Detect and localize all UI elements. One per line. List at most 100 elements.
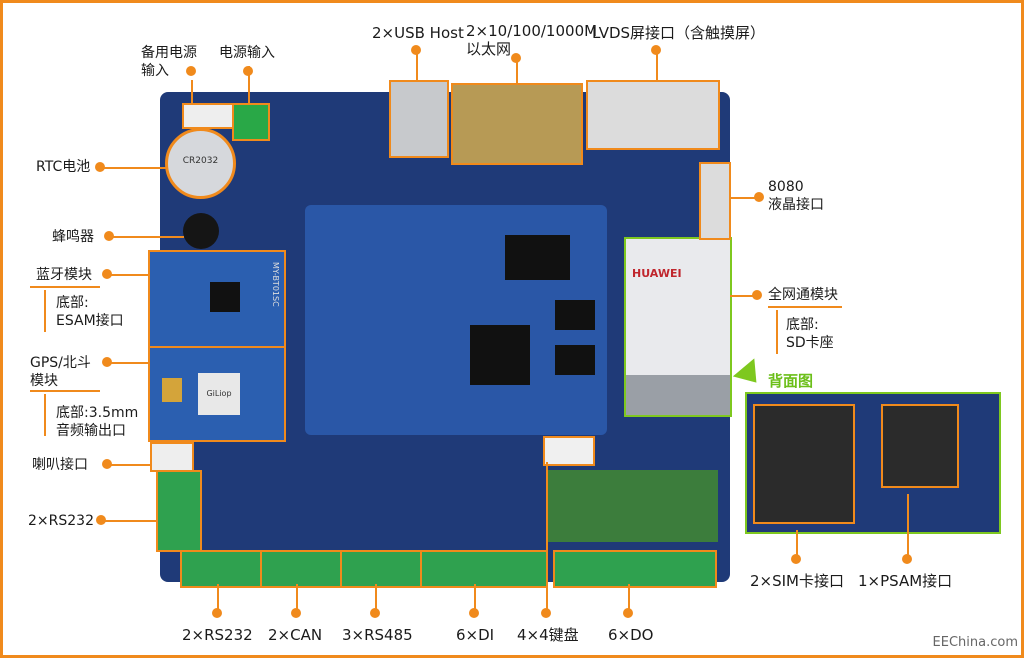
label-buzzer: 蜂鸣器 <box>52 229 94 245</box>
gps-chip-label: GiLiop <box>198 373 240 415</box>
relay-bank <box>548 470 718 542</box>
marker-dot <box>754 192 764 202</box>
label-rtc: RTC电池 <box>36 159 91 175</box>
leader-line <box>108 464 150 466</box>
label-psam: 1×PSAM接口 <box>858 572 953 590</box>
leader-line <box>776 310 778 354</box>
label-ethernet: 2×10/100/1000M 以太网 <box>466 22 598 58</box>
leader-line <box>546 462 548 612</box>
bt-chip <box>210 282 240 312</box>
leader-line <box>191 80 193 104</box>
do-terminal <box>553 550 717 588</box>
bluetooth-module-text: MY-BT01SC <box>271 262 280 307</box>
module-shield <box>626 375 730 415</box>
label-sim: 2×SIM卡接口 <box>750 572 844 590</box>
label-netcom-bottom: 底部: SD卡座 <box>786 317 834 351</box>
label-lvds: LVDS屏接口（含触摸屏） <box>592 24 766 42</box>
marker-dot <box>511 53 521 63</box>
marker-dot <box>102 269 112 279</box>
leader-line <box>108 362 150 364</box>
psam-slot <box>881 404 959 488</box>
watermark: EEChina.com <box>932 635 1018 650</box>
label-netcom: 全网通模块 <box>768 287 838 303</box>
bluetooth-module: MY-BT01SC <box>148 250 286 348</box>
label-backup-power: 备用电源 输入 <box>141 45 197 79</box>
rs485-terminal <box>340 550 422 588</box>
leader-line <box>100 167 166 169</box>
leader-line <box>44 394 46 436</box>
label-usb: 2×USB Host <box>372 24 464 42</box>
leader-line <box>907 494 909 558</box>
di-terminal <box>420 550 548 588</box>
rtc-battery: CR2032 <box>165 128 236 199</box>
label-power-in: 电源输入 <box>219 45 275 61</box>
marker-dot <box>623 608 633 618</box>
leader-line <box>474 584 476 612</box>
leader-line <box>516 58 518 84</box>
leader-line <box>628 584 630 612</box>
marker-dot <box>186 66 196 76</box>
label-can: 2×CAN <box>268 626 323 644</box>
label-di: 6×DI <box>456 626 495 644</box>
lcd8080-connector <box>699 162 731 240</box>
marker-dot <box>791 554 801 564</box>
leader-line <box>729 197 761 199</box>
leader-line <box>796 530 798 558</box>
gps-module: GiLiop <box>148 346 286 442</box>
marker-dot <box>752 290 762 300</box>
ethernet-connector <box>451 83 583 165</box>
marker-dot <box>411 45 421 55</box>
leader-line <box>110 236 184 238</box>
leader-line <box>44 290 46 332</box>
usb-connector <box>389 80 449 158</box>
leader-line <box>416 50 418 80</box>
marker-dot <box>104 231 114 241</box>
speaker-connector <box>150 442 194 472</box>
marker-dot <box>370 608 380 618</box>
label-gps-bottom: 底部:3.5mm 音频输出口 <box>56 405 139 439</box>
leader-line <box>375 584 377 612</box>
cpu-chip <box>470 325 530 385</box>
marker-dot <box>291 608 301 618</box>
leader-line <box>108 274 150 276</box>
marker-dot <box>96 515 106 525</box>
leader-line <box>217 584 219 612</box>
huawei-logo: HUAWEI <box>632 267 682 280</box>
marker-dot <box>243 66 253 76</box>
label-underline <box>30 286 100 288</box>
flash-chip <box>505 235 570 280</box>
buzzer <box>183 213 219 249</box>
label-underline <box>30 390 100 392</box>
label-keyboard: 4×4键盘 <box>517 626 579 644</box>
marker-dot <box>469 608 479 618</box>
label-speaker: 喇叭接口 <box>32 457 88 473</box>
marker-dot <box>102 459 112 469</box>
rs232-terminal <box>180 550 262 588</box>
sim-slots <box>753 404 855 524</box>
ram-chip-1 <box>555 300 595 330</box>
rs232-left-connector <box>156 470 202 552</box>
label-bluetooth: 蓝牙模块 <box>36 267 92 283</box>
back-view-board <box>745 392 1001 534</box>
leader-line <box>730 295 760 297</box>
power-connector <box>232 103 270 141</box>
marker-dot <box>102 357 112 367</box>
marker-dot <box>651 45 661 55</box>
label-underline <box>768 306 842 308</box>
label-back-view: 背面图 <box>768 372 814 390</box>
marker-dot <box>212 608 222 618</box>
label-do: 6×DO <box>608 626 654 644</box>
label-bluetooth-bottom: 底部: ESAM接口 <box>56 295 124 329</box>
netcom-module: HUAWEI <box>624 237 732 417</box>
lvds-connector <box>586 80 720 150</box>
label-rs232: 2×RS232 <box>182 626 253 644</box>
leader-line <box>656 50 658 80</box>
backup-power-connector <box>182 103 236 129</box>
leader-line <box>296 584 298 612</box>
gps-antenna-connector <box>162 378 182 402</box>
leader-line <box>248 66 250 104</box>
label-gps: GPS/北斗 模块 <box>30 355 91 389</box>
can-terminal <box>260 550 342 588</box>
label-rs485: 3×RS485 <box>342 626 413 644</box>
